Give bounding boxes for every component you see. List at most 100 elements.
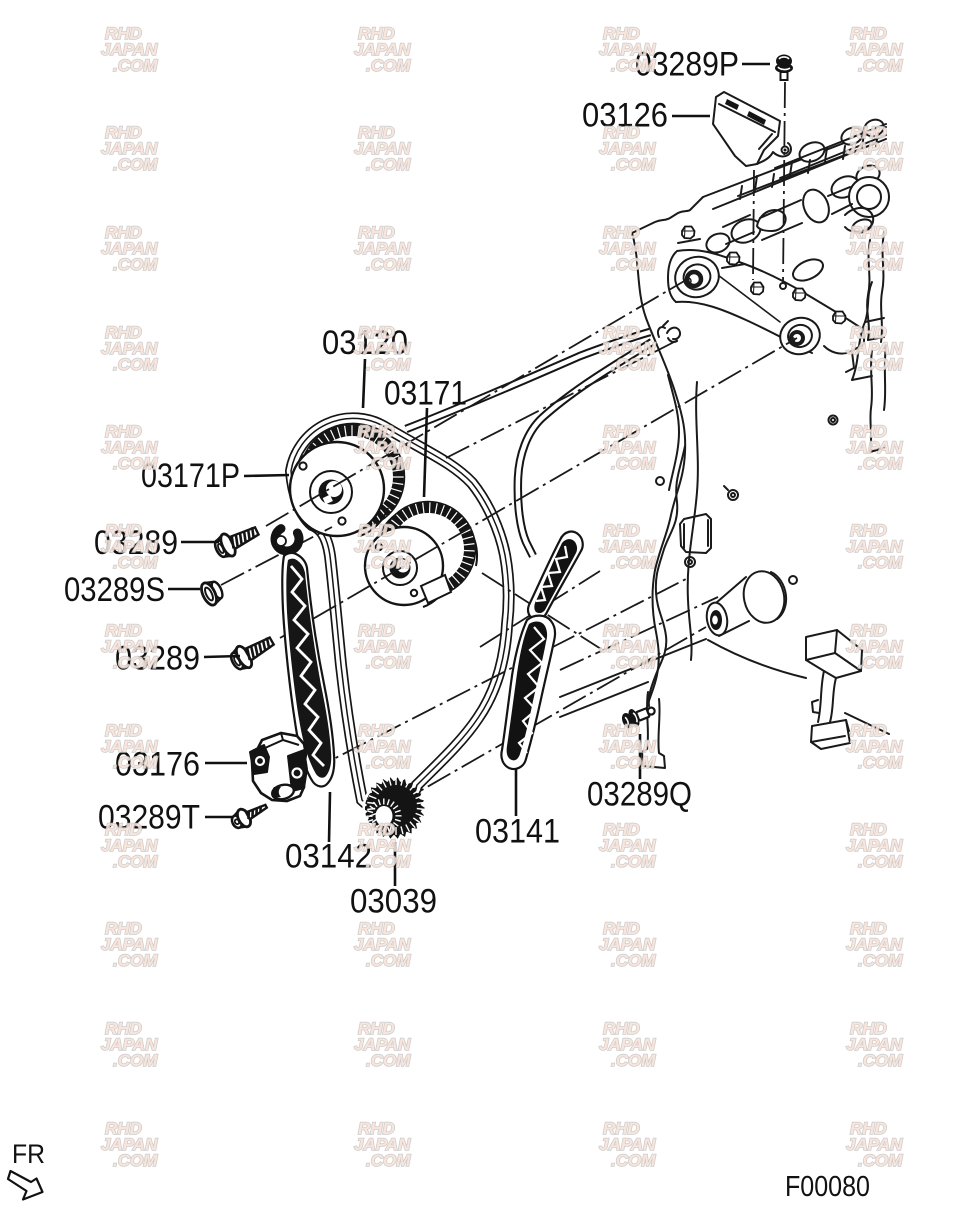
svg-text:RHD: RHD — [358, 1019, 395, 1038]
svg-text:.COM: .COM — [113, 653, 158, 672]
svg-text:.COM: .COM — [366, 255, 411, 274]
svg-text:JAPAN: JAPAN — [599, 737, 656, 756]
svg-text:RHD: RHD — [850, 223, 887, 242]
svg-text:JAPAN: JAPAN — [354, 40, 411, 59]
svg-text:RHD: RHD — [603, 919, 640, 938]
svg-text:03289: 03289 — [94, 524, 178, 562]
svg-text:JAPAN: JAPAN — [354, 637, 411, 656]
svg-text:JAPAN: JAPAN — [101, 40, 158, 59]
svg-text:RHD: RHD — [850, 1019, 887, 1038]
svg-text:RHD: RHD — [603, 621, 640, 640]
svg-text:03289S: 03289S — [64, 571, 165, 609]
svg-text:.COM: .COM — [366, 653, 411, 672]
svg-text:RHD: RHD — [105, 223, 142, 242]
svg-text:.COM: .COM — [858, 653, 903, 672]
svg-text:JAPAN: JAPAN — [846, 438, 903, 457]
svg-text:JAPAN: JAPAN — [101, 1035, 158, 1054]
svg-text:RHD: RHD — [603, 721, 640, 740]
svg-text:RHD: RHD — [850, 422, 887, 441]
svg-text:RHD: RHD — [850, 721, 887, 740]
svg-text:JAPAN: JAPAN — [354, 438, 411, 457]
svg-text:.COM: .COM — [858, 56, 903, 75]
svg-text:JAPAN: JAPAN — [846, 737, 903, 756]
svg-text:.COM: .COM — [611, 454, 656, 473]
svg-text:JAPAN: JAPAN — [101, 737, 158, 756]
svg-text:JAPAN: JAPAN — [101, 239, 158, 258]
svg-text:.COM: .COM — [366, 155, 411, 174]
svg-text:03141: 03141 — [475, 813, 560, 851]
svg-text:.COM: .COM — [858, 753, 903, 772]
svg-text:RHD: RHD — [850, 123, 887, 142]
svg-text:JAPAN: JAPAN — [599, 239, 656, 258]
svg-text:.COM: .COM — [366, 1151, 411, 1170]
svg-text:.COM: .COM — [366, 951, 411, 970]
svg-text:.COM: .COM — [611, 355, 656, 374]
svg-text:RHD: RHD — [105, 1019, 142, 1038]
svg-text:JAPAN: JAPAN — [599, 438, 656, 457]
svg-text:JAPAN: JAPAN — [101, 537, 158, 556]
svg-text:RHD: RHD — [358, 223, 395, 242]
svg-text:.COM: .COM — [366, 1051, 411, 1070]
svg-text:JAPAN: JAPAN — [599, 40, 656, 59]
svg-text:RHD: RHD — [850, 323, 887, 342]
svg-text:JAPAN: JAPAN — [599, 637, 656, 656]
svg-text:F00080: F00080 — [785, 1171, 870, 1203]
svg-text:.COM: .COM — [113, 951, 158, 970]
svg-text:RHD: RHD — [603, 1019, 640, 1038]
svg-text:RHD: RHD — [850, 1119, 887, 1138]
svg-text:.COM: .COM — [611, 753, 656, 772]
svg-text:JAPAN: JAPAN — [846, 537, 903, 556]
svg-text:RHD: RHD — [358, 123, 395, 142]
svg-text:JAPAN: JAPAN — [354, 1035, 411, 1054]
svg-text:RHD: RHD — [603, 323, 640, 342]
svg-text:03289: 03289 — [115, 640, 200, 678]
svg-text:JAPAN: JAPAN — [599, 139, 656, 158]
svg-text:.COM: .COM — [858, 155, 903, 174]
svg-text:JAPAN: JAPAN — [599, 1035, 656, 1054]
svg-text:.COM: .COM — [113, 355, 158, 374]
svg-text:JAPAN: JAPAN — [846, 1035, 903, 1054]
svg-text:JAPAN: JAPAN — [846, 935, 903, 954]
svg-text:JAPAN: JAPAN — [599, 1135, 656, 1154]
svg-text:.COM: .COM — [611, 155, 656, 174]
svg-text:.COM: .COM — [366, 753, 411, 772]
svg-text:JAPAN: JAPAN — [846, 239, 903, 258]
svg-text:RHD: RHD — [603, 223, 640, 242]
svg-text:RHD: RHD — [105, 422, 142, 441]
svg-text:03176: 03176 — [115, 746, 200, 784]
svg-text:RHD: RHD — [358, 24, 395, 43]
svg-text:RHD: RHD — [105, 123, 142, 142]
svg-text:JAPAN: JAPAN — [599, 836, 656, 855]
svg-text:RHD: RHD — [358, 422, 395, 441]
svg-text:JAPAN: JAPAN — [101, 438, 158, 457]
svg-text:RHD: RHD — [105, 521, 142, 540]
svg-text:JAPAN: JAPAN — [846, 1135, 903, 1154]
svg-text:JAPAN: JAPAN — [354, 836, 411, 855]
svg-text:JAPAN: JAPAN — [846, 40, 903, 59]
svg-text:.COM: .COM — [858, 1151, 903, 1170]
svg-text:03289T: 03289T — [98, 799, 200, 837]
svg-text:RHD: RHD — [603, 820, 640, 839]
svg-text:JAPAN: JAPAN — [354, 139, 411, 158]
svg-text:RHD: RHD — [358, 621, 395, 640]
svg-text:RHD: RHD — [358, 1119, 395, 1138]
svg-text:JAPAN: JAPAN — [599, 935, 656, 954]
svg-text:.COM: .COM — [113, 56, 158, 75]
svg-text:JAPAN: JAPAN — [354, 339, 411, 358]
svg-text:.COM: .COM — [366, 355, 411, 374]
svg-text:RHD: RHD — [358, 721, 395, 740]
svg-text:RHD: RHD — [850, 919, 887, 938]
svg-text:.COM: .COM — [858, 355, 903, 374]
svg-text:RHD: RHD — [105, 919, 142, 938]
svg-text:JAPAN: JAPAN — [599, 537, 656, 556]
svg-text:RHD: RHD — [358, 919, 395, 938]
svg-text:RHD: RHD — [603, 521, 640, 540]
svg-text:JAPAN: JAPAN — [599, 339, 656, 358]
svg-text:RHD: RHD — [603, 1119, 640, 1138]
svg-text:.COM: .COM — [366, 852, 411, 871]
svg-text:03289P: 03289P — [635, 46, 739, 84]
svg-text:RHD: RHD — [358, 521, 395, 540]
svg-text:03171: 03171 — [384, 375, 467, 413]
svg-text:03171P: 03171P — [141, 457, 240, 495]
svg-text:.COM: .COM — [113, 553, 158, 572]
